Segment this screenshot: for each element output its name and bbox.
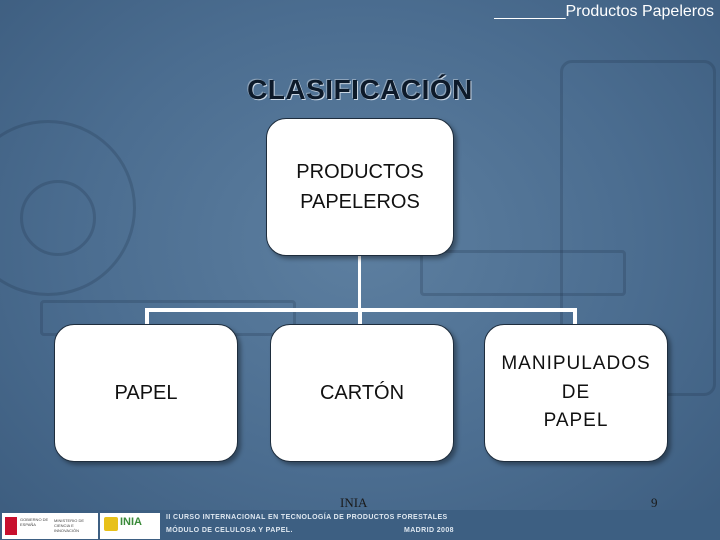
inia-mark-icon <box>104 517 118 531</box>
node-manipulados-line2: DE <box>561 381 591 403</box>
ministry-logo: MINISTERIO DE CIENCIA E INNOVACIÓN <box>50 513 98 539</box>
node-carton: CARTÓN <box>270 324 454 462</box>
page-number: 9 <box>651 495 658 510</box>
connector-drop-carton <box>358 308 362 326</box>
node-root-line1: PRODUCTOS <box>296 161 424 183</box>
inia-logo: INIA <box>100 513 160 539</box>
connector-drop-papel <box>145 308 149 326</box>
background-machinery-beam <box>420 250 626 296</box>
coat-of-arms-icon <box>5 517 17 535</box>
connector-root-down <box>358 255 361 310</box>
footer-course-line: II CURSO INTERNACIONAL EN TECNOLOGÍA DE … <box>166 514 448 521</box>
ministry-logo-text: MINISTERIO DE CIENCIA E INNOVACIÓN <box>54 518 85 533</box>
node-root-line2: PAPELEROS <box>300 191 420 213</box>
government-logo: GOBIERNO DE ESPAÑA <box>2 513 50 539</box>
footer-module-line: MÓDULO DE CELULOSA Y PAPEL. <box>166 527 293 534</box>
node-root: PRODUCTOS PAPELEROS <box>266 118 454 256</box>
node-manipulados-line1: MANIPULADOS <box>501 353 651 375</box>
node-papel-label: PAPEL <box>114 382 178 404</box>
slide-header: ________Productos Papeleros <box>494 3 714 20</box>
node-carton-label: CARTÓN <box>319 382 405 404</box>
footer-place-line: MADRID 2008 <box>404 527 454 534</box>
footer-label: INIA <box>340 495 368 510</box>
node-manipulados: MANIPULADOS DE PAPEL <box>484 324 668 462</box>
background-machinery-hub <box>20 180 96 256</box>
connector-drop-manipulados <box>573 308 577 326</box>
slide-title: CLASIFICACIÓN <box>247 74 473 105</box>
inia-logo-name: INIA <box>120 516 142 528</box>
node-papel: PAPEL <box>54 324 238 462</box>
node-manipulados-line3: PAPEL <box>543 410 609 432</box>
government-logo-text: GOBIERNO DE ESPAÑA <box>20 517 49 527</box>
